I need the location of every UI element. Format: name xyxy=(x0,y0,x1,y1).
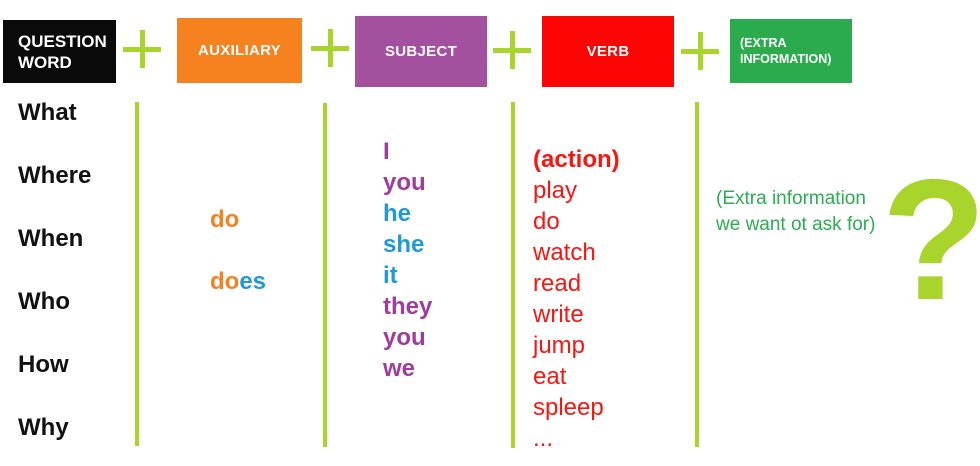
column-divider xyxy=(323,103,327,447)
column-divider xyxy=(511,102,515,448)
plus-bar xyxy=(510,31,515,69)
subject-item: they xyxy=(383,293,433,320)
question-word-box: QUESTION WORD xyxy=(3,20,116,83)
subject-item: it xyxy=(383,262,398,289)
verb-item: jump xyxy=(533,332,586,359)
subject-box: SUBJECT xyxy=(355,16,487,87)
plus-bar xyxy=(698,32,703,70)
plus-icon xyxy=(311,29,349,67)
question-word-item: When xyxy=(18,225,84,252)
plus-icon xyxy=(123,30,161,68)
verb-item: read xyxy=(533,270,582,297)
subject-item: you xyxy=(383,324,426,351)
subjects-list: I you he she it they you we xyxy=(383,136,432,384)
column-divider xyxy=(135,102,139,446)
subject-item: she xyxy=(383,231,425,258)
verb-item: spleep xyxy=(533,394,604,421)
subject-item: he xyxy=(383,200,412,227)
verb-item: write xyxy=(533,301,584,328)
subject-item: we xyxy=(383,355,416,382)
auxiliary-does-stem: do xyxy=(210,268,240,295)
auxiliary-box: AUXILIARY xyxy=(177,18,302,83)
question-word-item: Who xyxy=(18,288,70,315)
verbs-heading: (action) xyxy=(533,146,620,173)
auxiliary-does: does xyxy=(210,268,266,296)
verb-item: ... xyxy=(533,425,554,452)
question-word-item: Where xyxy=(18,162,92,189)
verb-item: watch xyxy=(533,239,596,266)
auxiliary-does-ending: es xyxy=(239,268,267,295)
auxiliary-do: do xyxy=(210,206,240,233)
plus-icon xyxy=(493,31,531,69)
question-words-list: What Where When Who How Why xyxy=(18,99,91,441)
verb-item: play xyxy=(533,177,578,204)
column-divider xyxy=(695,102,699,447)
verb-item: eat xyxy=(533,363,567,390)
extra-information-note: (Extra information we want ot ask for) xyxy=(716,188,876,235)
plus-icon xyxy=(681,32,719,70)
question-mark-icon: ? xyxy=(881,144,980,336)
extra-information-box: (EXTRA INFORMATION) xyxy=(730,19,852,83)
verbs-list: (action) play do watch read write jump e… xyxy=(533,144,620,454)
question-word-item: Why xyxy=(18,414,69,441)
question-word-item: How xyxy=(18,351,69,378)
verb-box: VERB xyxy=(542,16,674,87)
question-word-item: What xyxy=(18,99,77,126)
verb-item: do xyxy=(533,208,560,235)
subject-item: you xyxy=(383,169,426,196)
plus-bar xyxy=(140,30,145,68)
subject-item: I xyxy=(383,138,390,165)
plus-bar xyxy=(328,29,333,67)
